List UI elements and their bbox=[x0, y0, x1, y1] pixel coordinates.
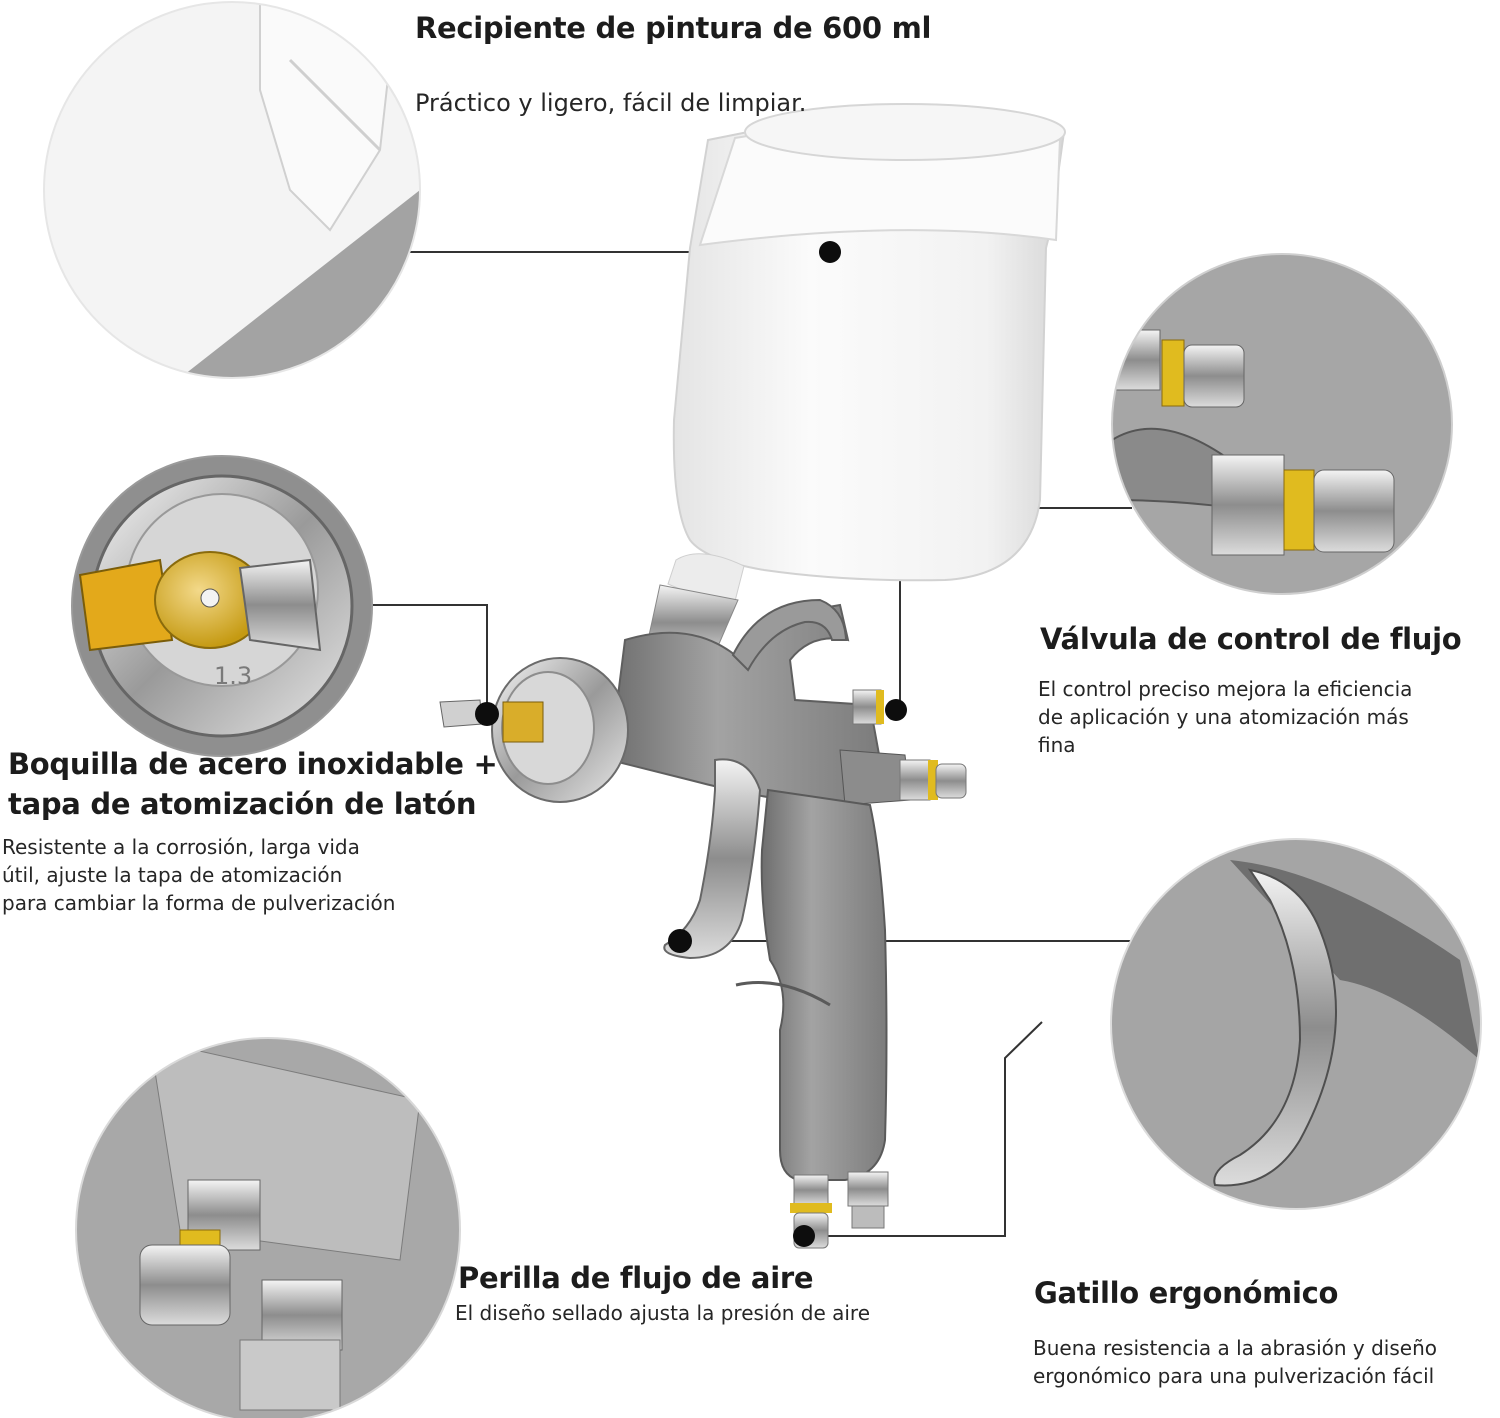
trigger-detail-zoom bbox=[1111, 839, 1481, 1209]
valve-detail-zoom bbox=[1112, 254, 1452, 594]
valve-desc-line2: de aplicación y una atomización más bbox=[1038, 705, 1409, 729]
cup-title: Recipiente de pintura de 600 ml bbox=[415, 11, 932, 45]
valve-title: Válvula de control de flujo bbox=[1040, 622, 1462, 656]
air-knob-detail-zoom bbox=[76, 1038, 460, 1418]
air-knob-description: El diseño sellado ajusta la presión de a… bbox=[455, 1301, 870, 1325]
trigger-title: Gatillo ergonómico bbox=[1034, 1276, 1339, 1310]
callout-dots bbox=[475, 241, 907, 1247]
nozzle-desc-line3: para cambiar la forma de pulverización bbox=[2, 891, 396, 915]
cup-detail-zoom bbox=[44, 2, 420, 378]
nozzle-size-mark: 1.3 bbox=[214, 662, 252, 690]
nozzle-desc-line1: Resistente a la corrosión, larga vida bbox=[2, 835, 360, 859]
nozzle-title-line1: Boquilla de acero inoxidable + bbox=[8, 747, 498, 781]
cup-description: Práctico y ligero, fácil de limpiar. bbox=[415, 89, 807, 117]
trigger-desc-line1: Buena resistencia a la abrasión y diseño bbox=[1033, 1336, 1438, 1360]
valve-desc-line1: El control preciso mejora la eficiencia bbox=[1038, 677, 1413, 701]
valve-desc-line3: fina bbox=[1038, 733, 1076, 757]
spray-gun-illustration bbox=[439, 103, 1066, 1249]
nozzle-title-line2: tapa de atomización de latón bbox=[8, 787, 477, 821]
nozzle-desc-line2: útil, ajuste la tapa de atomización bbox=[2, 863, 343, 887]
air-knob-title: Perilla de flujo de aire bbox=[458, 1261, 814, 1295]
trigger-desc-line2: ergonómico para una pulverización fácil bbox=[1033, 1364, 1435, 1388]
nozzle-detail-zoom bbox=[72, 456, 372, 756]
